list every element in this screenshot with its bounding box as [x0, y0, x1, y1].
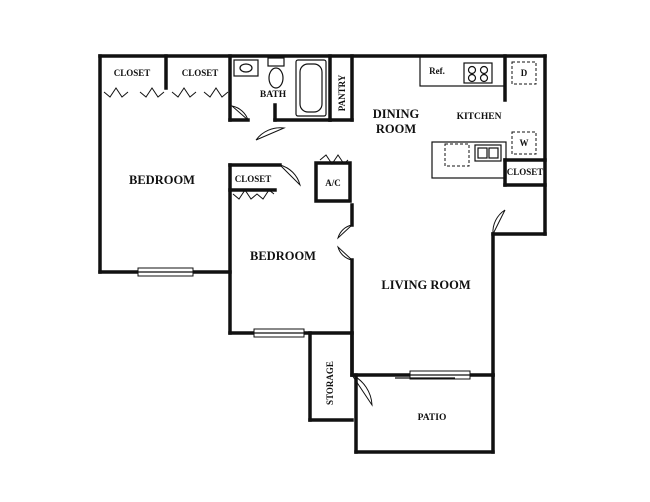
living-room-label: LIVING ROOM	[381, 278, 470, 292]
closet-label-1: CLOSET	[114, 68, 151, 78]
closet-label-2: CLOSET	[182, 68, 219, 78]
windows	[137, 267, 471, 380]
storage-label: STORAGE	[325, 361, 335, 405]
dishwasher-label: D	[521, 68, 528, 78]
closet-label-3: CLOSET	[235, 174, 272, 184]
ac-label: A/C	[325, 178, 341, 188]
washer-label: W	[520, 138, 529, 148]
bath-label: BATH	[260, 90, 287, 100]
dining-room-label: ROOM	[376, 122, 416, 136]
bath-fixtures	[233, 57, 327, 117]
dining-label: DINING	[373, 107, 420, 121]
kitchen-label: KITCHEN	[457, 112, 502, 122]
patio-label: PATIO	[418, 413, 447, 423]
pantry-label: PANTRY	[337, 74, 347, 111]
refrigerator-label: Ref.	[429, 66, 445, 76]
bedroom-1-label: BEDROOM	[129, 173, 195, 187]
swing-doors	[230, 105, 506, 407]
kitchen-fixtures	[419, 55, 537, 179]
bedroom-2-label: BEDROOM	[250, 249, 316, 263]
closet-kitchen-label: CLOSET	[507, 167, 544, 177]
closet-doors	[103, 87, 349, 200]
